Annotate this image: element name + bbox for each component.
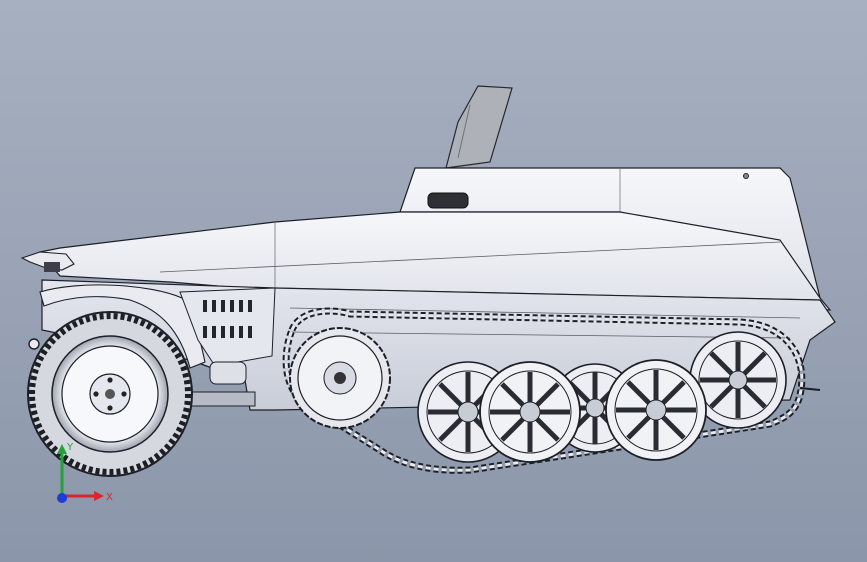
gun-shield[interactable] — [445, 85, 513, 169]
front-tire-icon[interactable] — [27, 311, 193, 477]
x-axis-arrow-icon — [94, 491, 104, 501]
road-wheel-icon[interactable] — [689, 331, 787, 429]
y-axis-label: Y — [66, 442, 74, 453]
x-axis-label: X — [106, 492, 113, 503]
road-wheels[interactable] — [417, 331, 787, 463]
engine-louvres — [179, 287, 276, 367]
road-wheel-icon[interactable] — [479, 361, 581, 463]
headlight[interactable] — [20, 251, 75, 271]
front-fender[interactable] — [39, 284, 206, 369]
z-axis-dot-icon — [57, 493, 67, 503]
vision-slit — [427, 192, 469, 209]
upper-hull-slope[interactable] — [38, 211, 832, 311]
axle-beam — [184, 391, 256, 407]
y-axis-arrow-icon — [57, 444, 67, 454]
road-wheel-icon[interactable] — [605, 359, 707, 461]
drive-sprocket-icon[interactable] — [289, 327, 391, 429]
coordinate-triad: Y X — [57, 442, 113, 503]
shock-absorber — [209, 361, 247, 385]
